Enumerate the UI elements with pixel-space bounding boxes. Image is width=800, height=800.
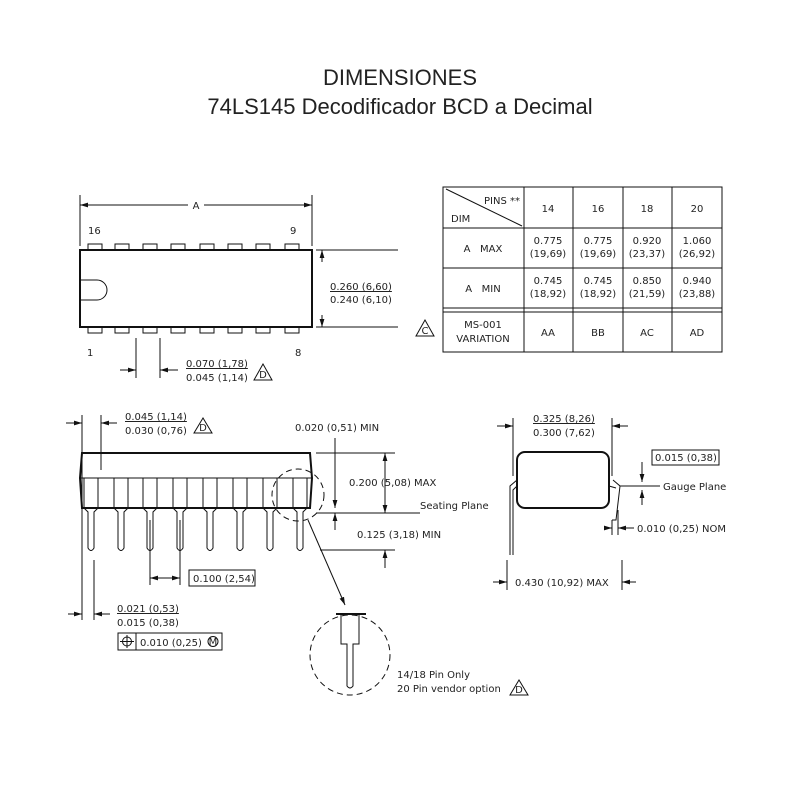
lead-width-min: 0.015 (0,38) [117, 618, 179, 629]
variation-18: AC [640, 328, 654, 339]
pin-8-label: 8 [295, 348, 301, 359]
table-cell: 0.775 [534, 236, 563, 247]
overall-width: 0.430 (10,92) MAX [515, 578, 609, 589]
variation-20: AD [690, 328, 705, 339]
table-cell: (26,92) [679, 249, 716, 260]
variation-label-1: MS-001 [464, 320, 502, 331]
pin-bottom-8 [284, 327, 300, 334]
table-cell: 1.060 [683, 236, 712, 247]
header-pins: PINS ** [484, 196, 520, 207]
table-cell: (19,69) [530, 249, 567, 260]
variation-16: BB [591, 328, 605, 339]
lead-detail-circle [309, 614, 391, 696]
note-d-triangle-detail: D [515, 685, 523, 696]
lead-1 [83, 478, 99, 551]
variation-label-2: VARIATION [456, 334, 509, 345]
variation-14: AA [541, 328, 555, 339]
lead-2 [113, 478, 129, 551]
table-cell: 0.775 [584, 236, 613, 247]
dimension-table: PINS ** DIM 14 16 18 20 A MAX A MIN 0.77… [415, 186, 723, 353]
table-cell: (23,88) [679, 289, 716, 300]
note-c-triangle: C [422, 326, 429, 337]
package-body-end [516, 451, 610, 509]
row-a-max-label: A MAX [464, 244, 503, 255]
mmc-modifier: M [209, 637, 218, 648]
pins-20: 20 [691, 204, 704, 215]
pin-1-label: 1 [87, 348, 93, 359]
lead-5 [202, 478, 218, 551]
lead-nom: 0.010 (0,25) NOM [637, 524, 726, 535]
pins-16: 16 [592, 204, 605, 215]
lead-length-dim: 0.125 (3,18) MIN [357, 530, 441, 541]
row-spacing-min: 0.300 (7,62) [533, 428, 595, 439]
detail-note-2: 20 Pin vendor option [397, 684, 501, 695]
row-a-min-label: A MIN [465, 284, 500, 295]
pin-top-15 [114, 243, 130, 250]
position-tolerance: 0.010 (0,25) [140, 638, 202, 649]
pin-top-12 [199, 243, 215, 250]
pin-bottom-1 [87, 327, 103, 334]
pin-bottom-3 [142, 327, 158, 334]
width-min: 0.240 (6,10) [330, 295, 392, 306]
lead-6 [232, 478, 248, 551]
lead-thickness: 0.015 (0,38) [655, 453, 717, 464]
detail-note-1: 14/18 Pin Only [397, 670, 470, 681]
side-view: 0.045 (1,14) 0.030 (0,76) D 0.020 (0,51)… [66, 412, 529, 696]
end-pin-min: 0.045 (1,14) [186, 373, 248, 384]
package-body-top [79, 249, 313, 328]
pin-top-9 [284, 243, 300, 250]
pin-bottom-2 [114, 327, 130, 334]
note-d-triangle: D [259, 370, 267, 381]
pin-9-label: 9 [290, 226, 296, 237]
shoulder-min: 0.030 (0,76) [125, 426, 187, 437]
pin-top-16 [87, 243, 103, 250]
width-max: 0.260 (6,60) [330, 282, 392, 293]
table-cell: 0.850 [633, 276, 662, 287]
pins-18: 18 [641, 204, 654, 215]
gauge-plane-label: Gauge Plane [663, 482, 726, 493]
pin-bottom-7 [255, 327, 271, 334]
pin-top-10 [255, 243, 271, 250]
table-cell: (21,59) [629, 289, 666, 300]
pin1-notch [80, 279, 108, 301]
lead-8 [292, 478, 308, 551]
header-dim: DIM [451, 214, 470, 225]
table-cell: 0.920 [633, 236, 662, 247]
pin-bottom-4 [170, 327, 186, 334]
standoff-dim: 0.020 (0,51) MIN [295, 423, 379, 434]
row-spacing-max: 0.325 (8,26) [533, 414, 595, 425]
table-cell: 0.745 [534, 276, 563, 287]
pin-bottom-5 [199, 327, 215, 334]
table-cell: (18,92) [580, 289, 617, 300]
pin-top-14 [142, 243, 158, 250]
pin-top-13 [170, 243, 186, 250]
pin-16-label: 16 [88, 226, 101, 237]
table-cell: (23,37) [629, 249, 666, 260]
title-line-1: DIMENSIONES [323, 65, 477, 90]
top-view: A 16 9 1 8 0.260 (6,60) 0.240 (6,10) 0.0… [79, 195, 398, 384]
table-cell: (18,92) [530, 289, 567, 300]
pin-top-11 [227, 243, 243, 250]
lead-7 [262, 478, 278, 551]
pitch-dim: 0.100 (2,54) [193, 574, 255, 585]
pins-14: 14 [542, 204, 555, 215]
height-dim: 0.200 (5,08) MAX [349, 478, 437, 489]
shoulder-max: 0.045 (1,14) [125, 412, 187, 423]
note-d-triangle-side: D [199, 423, 207, 434]
pin-bottom-6 [227, 327, 243, 334]
end-view: 0.325 (8,26) 0.300 (7,62) 0.015 (0,38) G… [493, 414, 726, 590]
end-pin-max: 0.070 (1,78) [186, 359, 248, 370]
lead-width-max: 0.021 (0,53) [117, 604, 179, 615]
dim-a-label: A [193, 201, 200, 212]
table-cell: 0.940 [683, 276, 712, 287]
table-cell: 0.745 [584, 276, 613, 287]
title-line-2: 74LS145 Decodificador BCD a Decimal [207, 94, 592, 119]
table-cell: (19,69) [580, 249, 617, 260]
seating-plane-label: Seating Plane [420, 501, 489, 512]
